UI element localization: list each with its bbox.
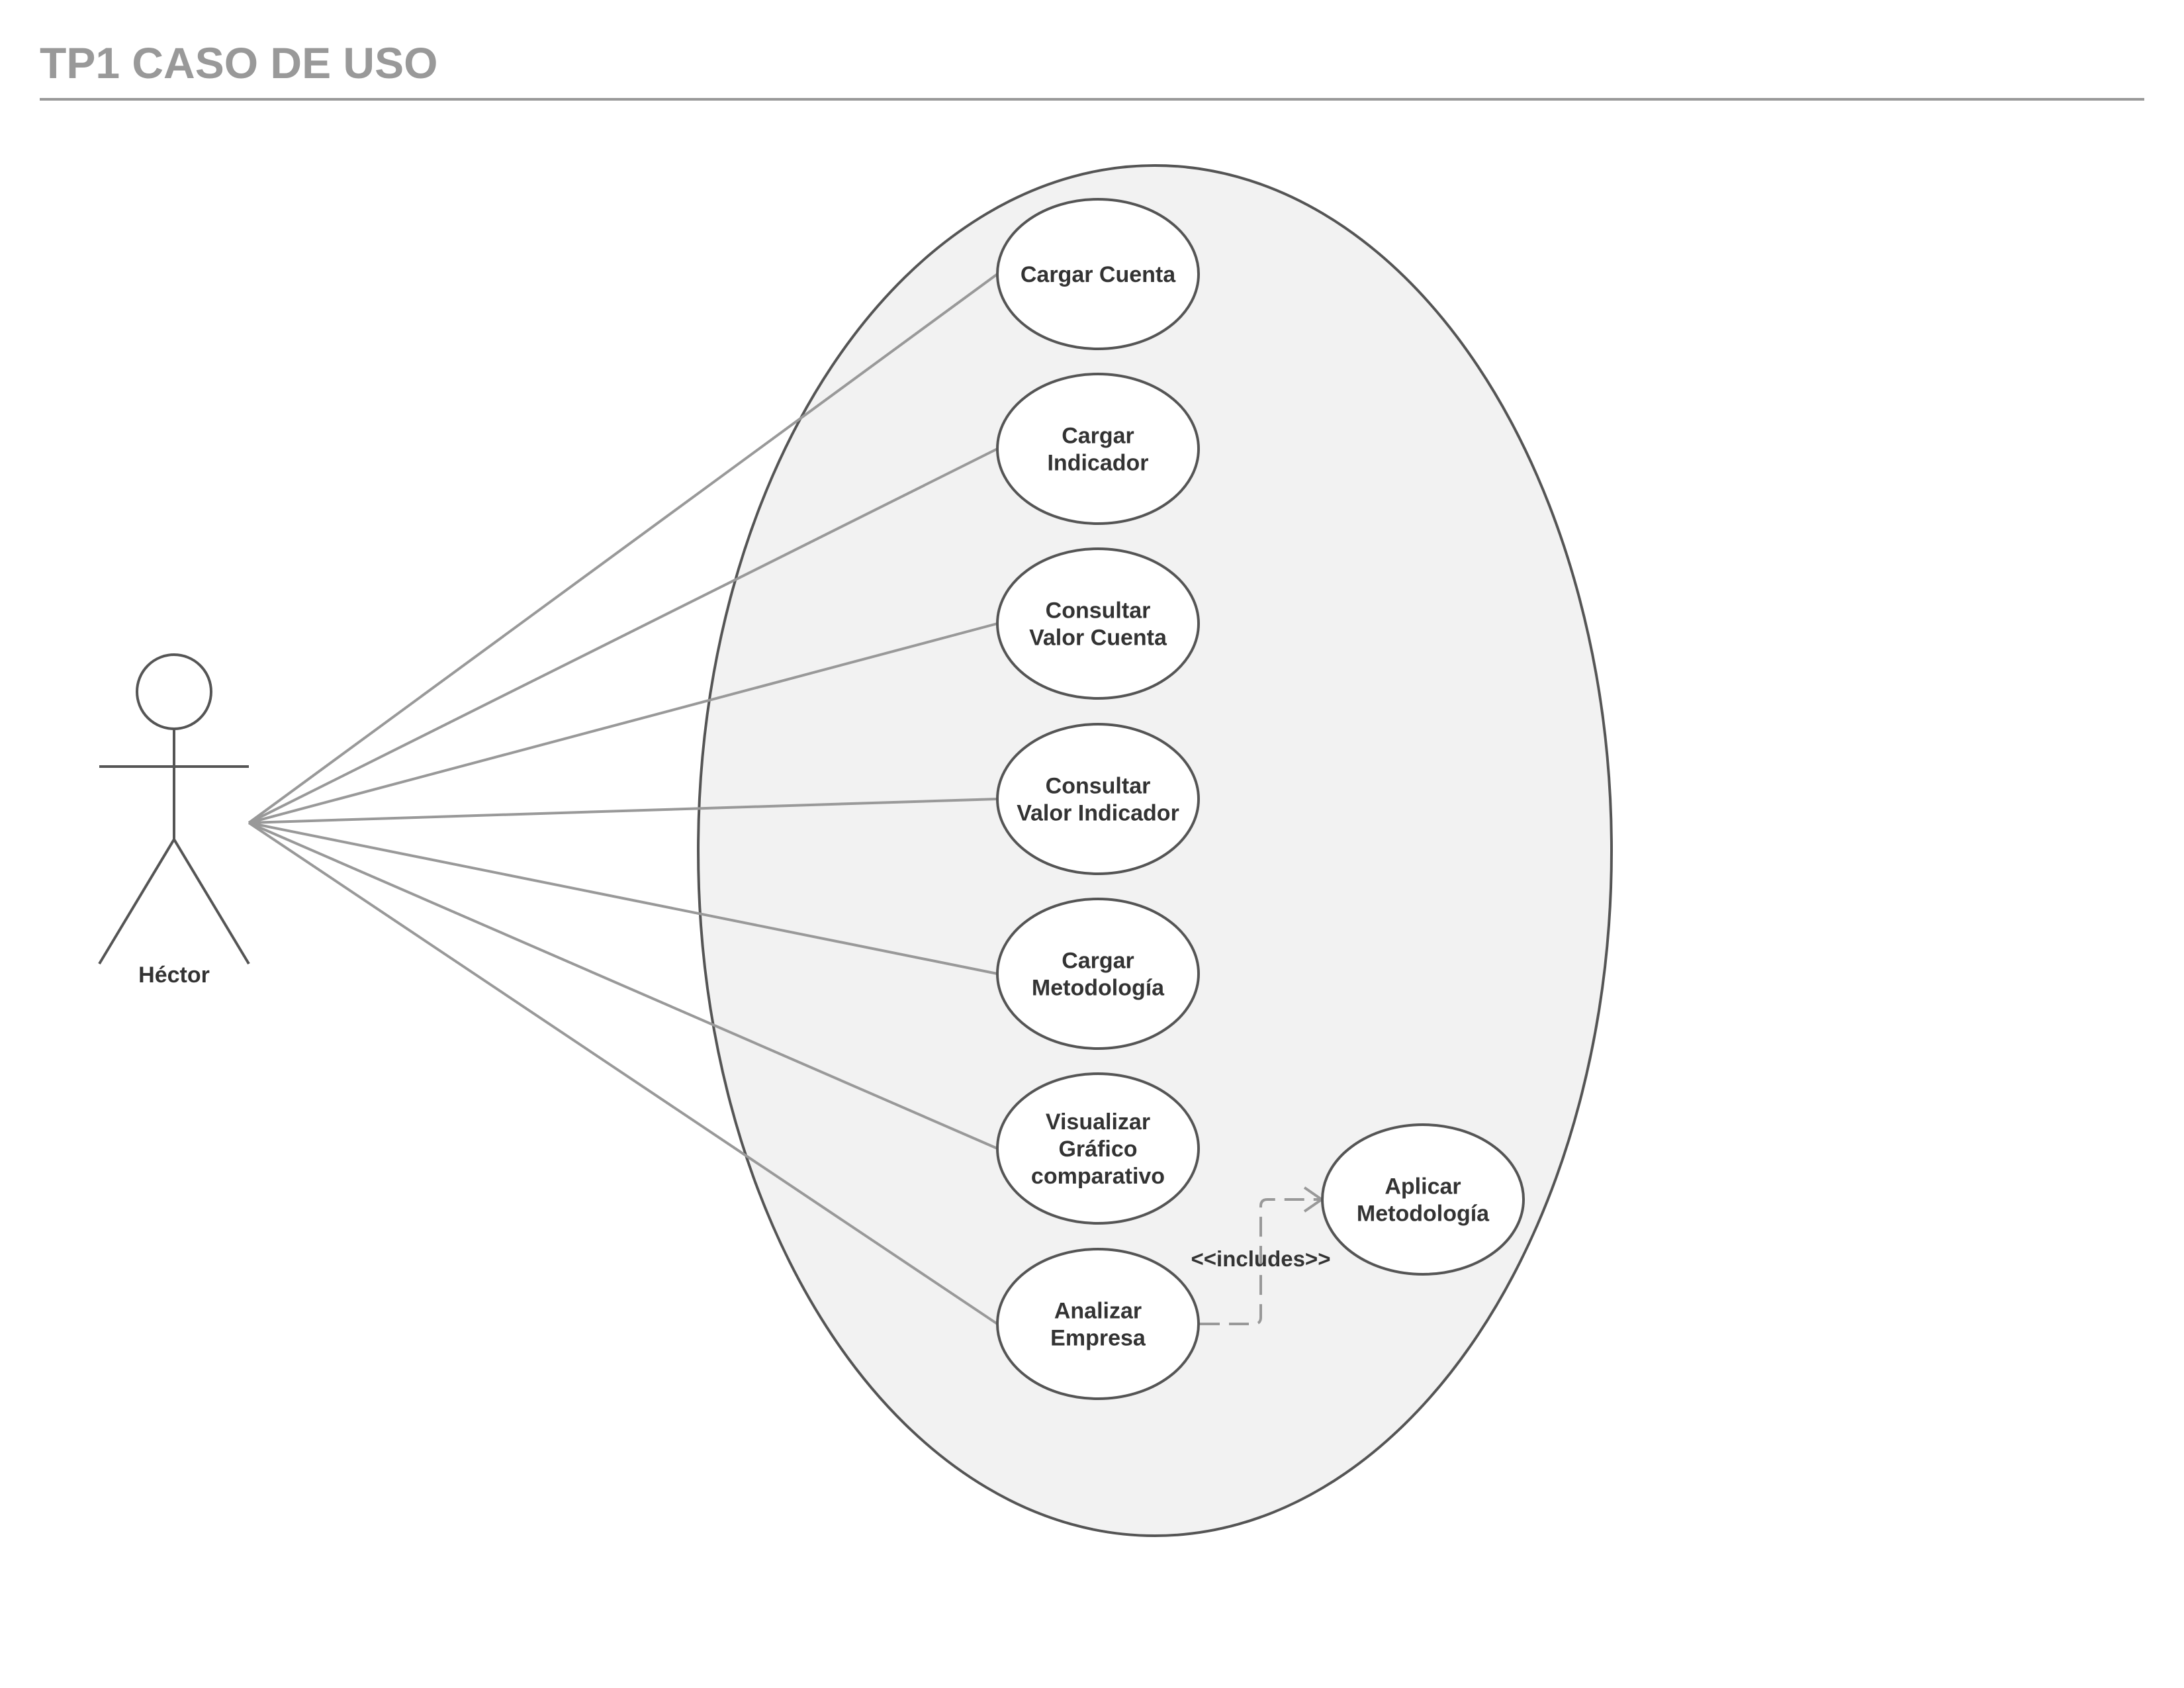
use-case-label-line: Metodología xyxy=(1357,1201,1490,1226)
use-case-ellipse xyxy=(996,898,1200,1050)
include-relation: <<includes>> xyxy=(1191,1186,1331,1325)
use-cases: Cargar CuentaCargarIndicadorConsultarVal… xyxy=(996,198,1525,1400)
actor-left-leg xyxy=(98,838,175,965)
actor-head xyxy=(136,653,212,730)
use-case-ellipse xyxy=(1321,1123,1525,1276)
association-line-consultar-valor-indicador xyxy=(248,798,998,824)
use-case-cargar-cuenta[interactable]: Cargar Cuenta xyxy=(996,198,1200,350)
use-case-label-line: Cargar xyxy=(1062,423,1134,448)
use-case-label-line: Gráfico xyxy=(1058,1137,1137,1162)
use-case-label-line: Valor Cuenta xyxy=(1029,625,1167,650)
actor-right-leg xyxy=(173,838,250,965)
use-case-label-line: comparativo xyxy=(1031,1164,1165,1189)
use-case-label-line: Consultar xyxy=(1046,773,1151,798)
association-line-cargar-cuenta xyxy=(248,273,999,824)
use-case-label-line: Cargar Cuenta xyxy=(1021,262,1176,287)
use-case-label-line: Analizar xyxy=(1054,1298,1142,1323)
use-case-ellipse xyxy=(996,1072,1200,1225)
use-case-label-line: Aplicar xyxy=(1385,1174,1461,1199)
page-title: TP1 CASO DE USO xyxy=(40,38,438,87)
use-case-ellipse xyxy=(996,1248,1200,1400)
association-line-analizar-empresa xyxy=(248,821,999,1325)
association-line-visualizar-grafico-comparativo xyxy=(248,821,998,1150)
association-lines xyxy=(248,273,999,1325)
association-line-consultar-valor-cuenta xyxy=(248,622,998,824)
actor-hector[interactable]: Héctor xyxy=(98,653,250,988)
include-connector xyxy=(1200,1198,1320,1325)
use-case-ellipse xyxy=(996,373,1200,525)
use-case-ellipse xyxy=(996,198,1200,350)
use-case-label-line: Consultar xyxy=(1046,598,1151,623)
use-case-label-line: Valor Indicador xyxy=(1017,800,1179,825)
association-line-cargar-metodologia xyxy=(248,821,998,975)
include-label: <<includes>> xyxy=(1191,1246,1331,1271)
use-case-label-line: Empresa xyxy=(1050,1325,1146,1350)
title-divider xyxy=(40,98,2144,101)
use-case-label-line: Metodología xyxy=(1032,975,1165,1000)
use-case-ellipse xyxy=(996,723,1200,875)
use-case-label-line: Indicador xyxy=(1047,450,1148,475)
use-case-ellipse xyxy=(996,547,1200,700)
association-line-cargar-indicador xyxy=(248,447,998,824)
use-case-label-line: Visualizar xyxy=(1046,1109,1150,1135)
actor-name: Héctor xyxy=(138,962,210,988)
use-case-label-line: Cargar xyxy=(1062,948,1134,973)
